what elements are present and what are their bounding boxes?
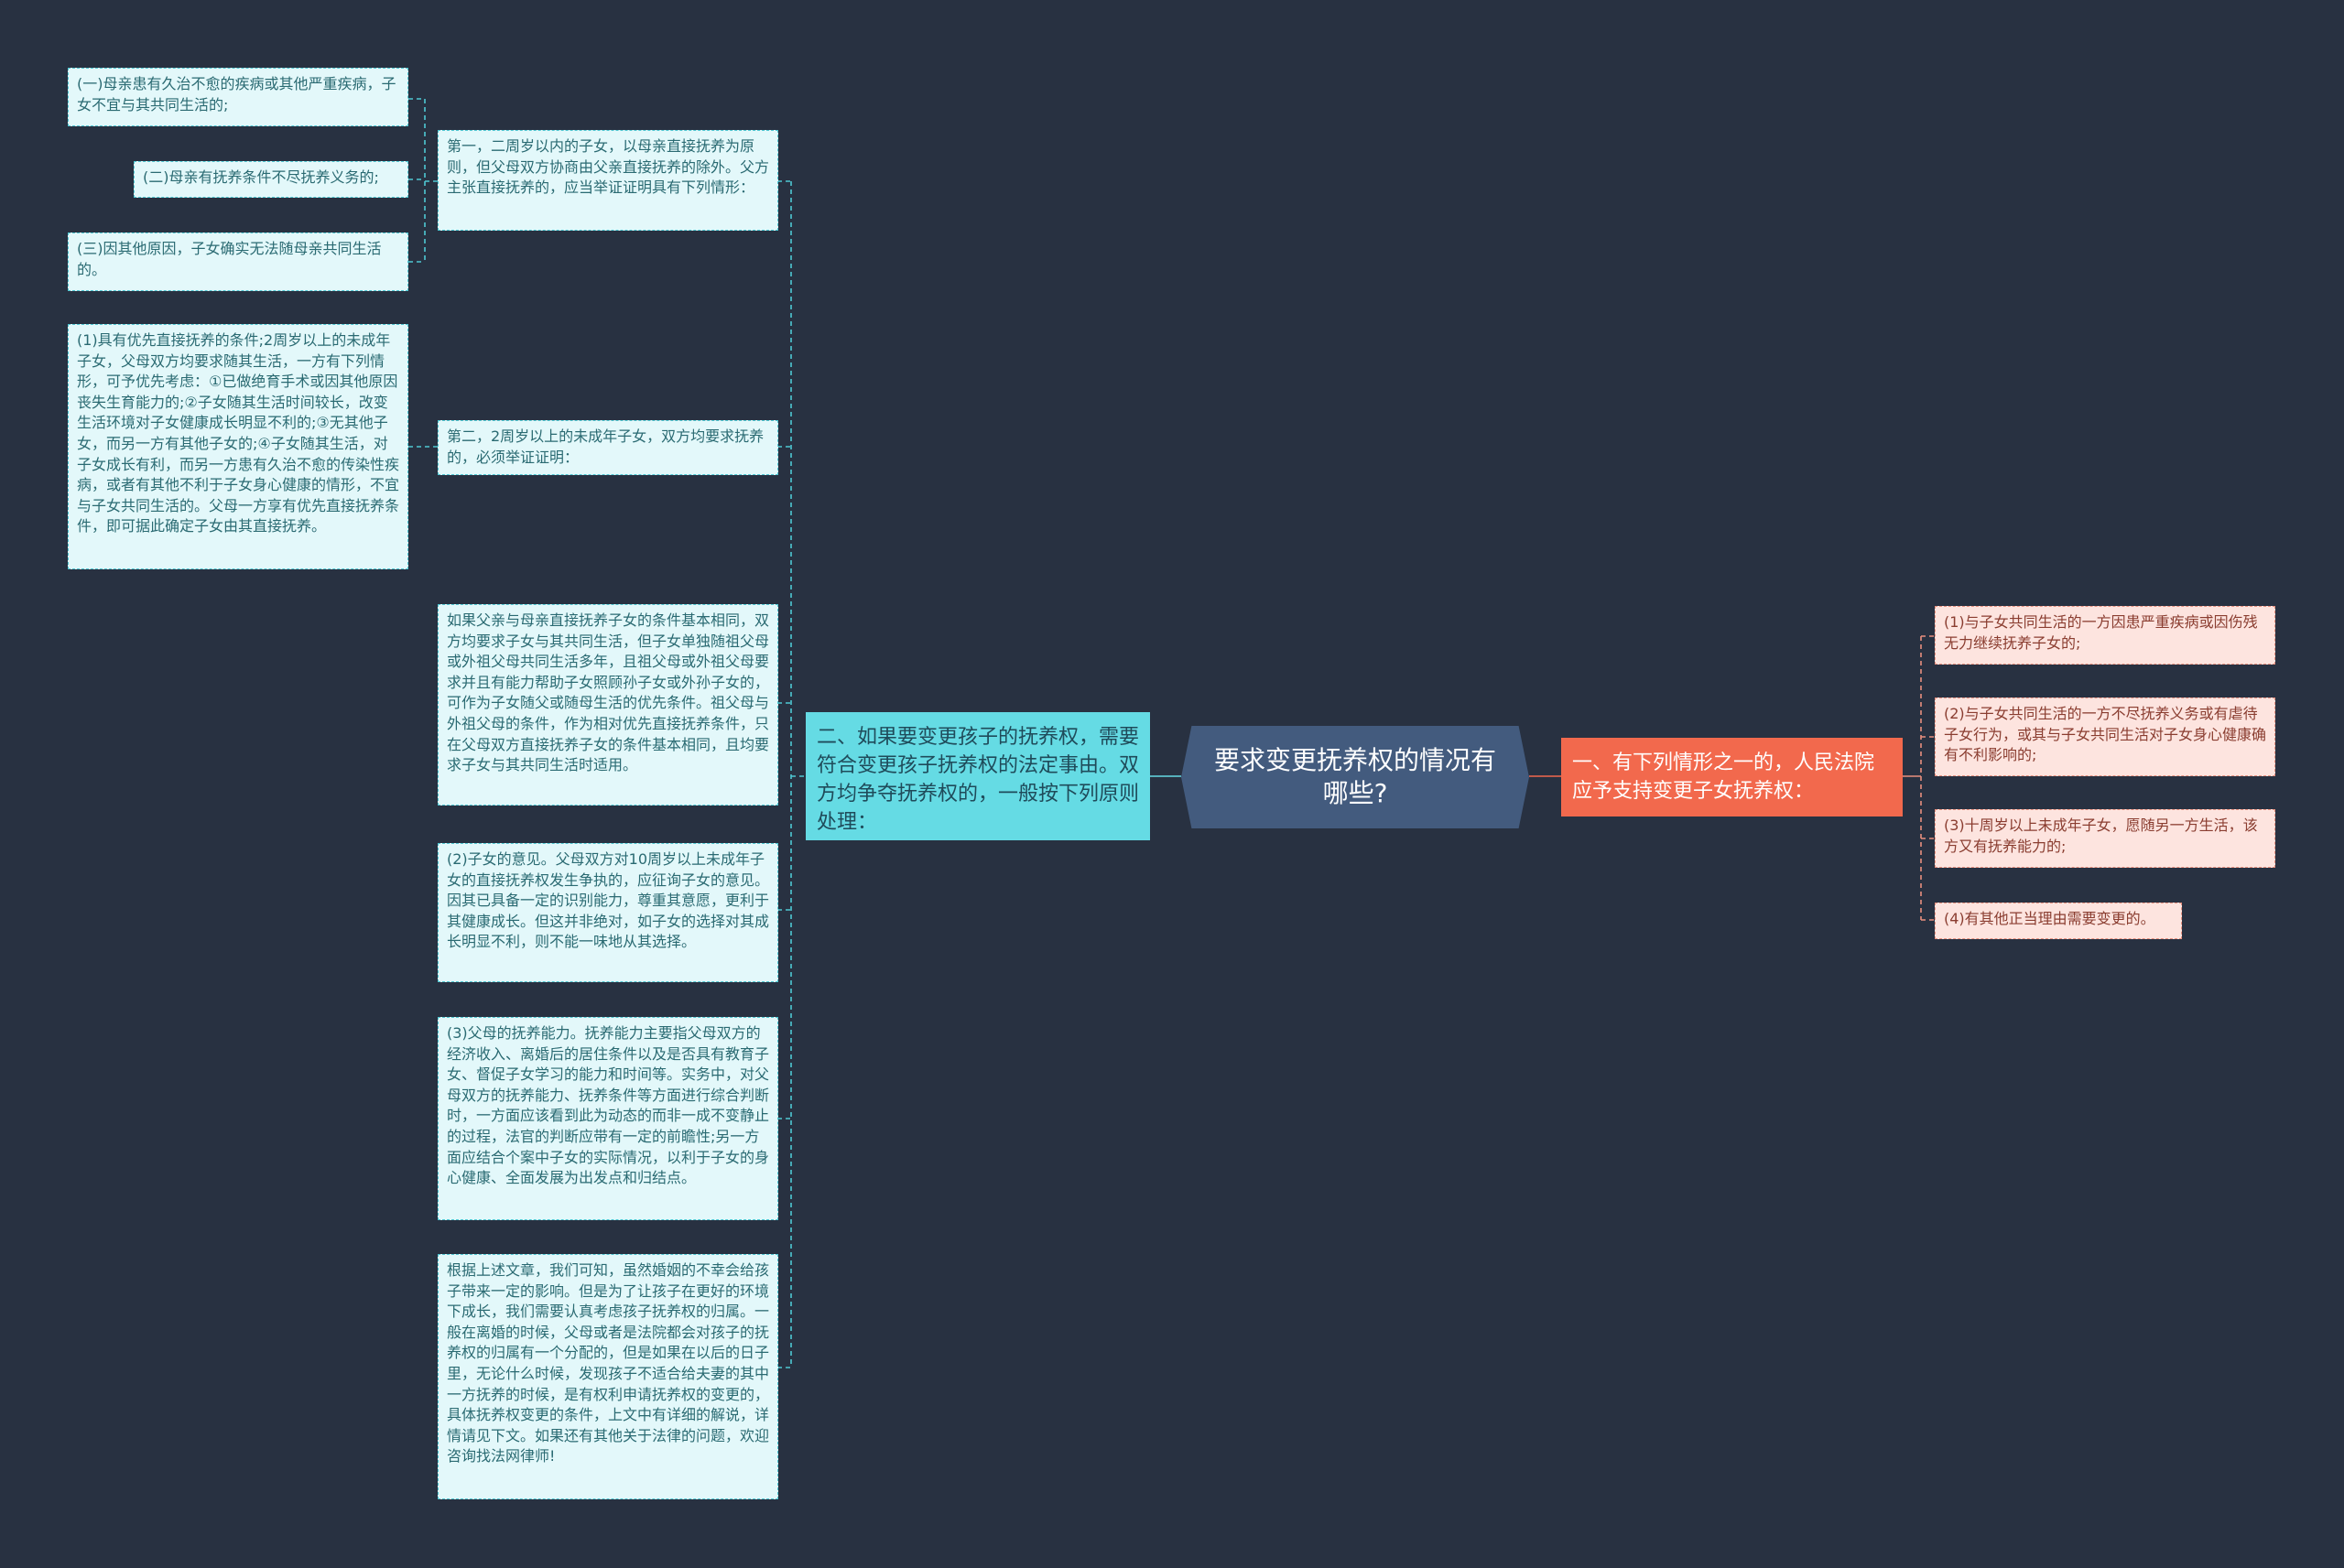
right-leaf-4-text: (4)有其他正当理由需要变更的。	[1944, 910, 2155, 927]
left-item-1-text: 第一，二周岁以内的子女，以母亲直接抚养为原则，但父母双方协商由父亲直接抚养的除外…	[447, 137, 770, 197]
left-subitem-1-2[interactable]: (二)母亲有抚养条件不尽抚养义务的;	[134, 161, 408, 198]
left-subitem-1-2-text: (二)母亲有抚养条件不尽抚养义务的;	[143, 168, 379, 186]
right-leaf-3-text: (3)十周岁以上未成年子女，愿随另一方生活，该方又有抚养能力的;	[1944, 816, 2258, 855]
left-item-1[interactable]: 第一，二周岁以内的子女，以母亲直接抚养为原则，但父母双方协商由父亲直接抚养的除外…	[438, 130, 778, 231]
left-item-6[interactable]: 根据上述文章，我们可知，虽然婚姻的不幸会给孩子带来一定的影响。但是为了让孩子在更…	[438, 1254, 778, 1499]
right-leaf-1[interactable]: (1)与子女共同生活的一方因患严重疾病或因伤残无力继续抚养子女的;	[1935, 606, 2275, 665]
central-topic-title: 要求变更抚养权的情况有哪些?	[1213, 745, 1496, 808]
left-item-6-text: 根据上述文章，我们可知，虽然婚姻的不幸会给孩子带来一定的影响。但是为了让孩子在更…	[447, 1261, 770, 1465]
left-main-branch[interactable]: 二、如果要变更孩子的抚养权，需要符合变更孩子抚养权的法定事由。双方均争夺抚养权的…	[806, 712, 1150, 840]
left-item-3-text: 如果父亲与母亲直接抚养子女的条件基本相同，双方均要求子女与其共同生活，但子女单独…	[447, 611, 770, 774]
left-subitem-1-1[interactable]: (一)母亲患有久治不愈的疾病或其他严重疾病，子女不宜与其共同生活的;	[68, 68, 408, 126]
left-item-4[interactable]: (2)子女的意见。父母双方对10周岁以上未成年子女的直接抚养权发生争执的，应征询…	[438, 843, 778, 982]
left-item-2-text: 第二，2周岁以上的未成年子女，双方均要求抚养的，必须举证证明：	[447, 427, 765, 466]
left-subitem-1-3-text: (三)因其他原因，子女确实无法随母亲共同生活的。	[77, 240, 382, 278]
left-item-5[interactable]: (3)父母的抚养能力。抚养能力主要指父母双方的经济收入、离婚后的居住条件以及是否…	[438, 1017, 778, 1220]
left-subitem-2-1[interactable]: (1)具有优先直接抚养的条件;2周岁以上的未成年子女，父母双方均要求随其生活，一…	[68, 324, 408, 569]
right-main-branch-label: 一、有下列情形之一的，人民法院应予支持变更子女抚养权：	[1572, 752, 1875, 803]
left-item-3[interactable]: 如果父亲与母亲直接抚养子女的条件基本相同，双方均要求子女与其共同生活，但子女单独…	[438, 604, 778, 806]
left-item-5-text: (3)父母的抚养能力。抚养能力主要指父母双方的经济收入、离婚后的居住条件以及是否…	[447, 1024, 770, 1187]
left-item-2[interactable]: 第二，2周岁以上的未成年子女，双方均要求抚养的，必须举证证明：	[438, 420, 778, 475]
left-subitem-1-3[interactable]: (三)因其他原因，子女确实无法随母亲共同生活的。	[68, 232, 408, 291]
left-main-branch-label: 二、如果要变更孩子的抚养权，需要符合变更孩子抚养权的法定事由。双方均争夺抚养权的…	[817, 726, 1140, 834]
right-main-branch[interactable]: 一、有下列情形之一的，人民法院应予支持变更子女抚养权：	[1561, 738, 1903, 816]
right-leaf-2[interactable]: (2)与子女共同生活的一方不尽抚养义务或有虐待子女行为，或其与子女共同生活对子女…	[1935, 697, 2275, 776]
left-item-4-text: (2)子女的意见。父母双方对10周岁以上未成年子女的直接抚养权发生争执的，应征询…	[447, 850, 770, 951]
right-leaf-3[interactable]: (3)十周岁以上未成年子女，愿随另一方生活，该方又有抚养能力的;	[1935, 809, 2275, 868]
left-subitem-1-1-text: (一)母亲患有久治不愈的疾病或其他严重疾病，子女不宜与其共同生活的;	[77, 75, 396, 114]
right-leaf-4[interactable]: (4)有其他正当理由需要变更的。	[1935, 903, 2182, 939]
right-leaf-2-text: (2)与子女共同生活的一方不尽抚养义务或有虐待子女行为，或其与子女共同生活对子女…	[1944, 705, 2267, 764]
left-subitem-2-1-text: (1)具有优先直接抚养的条件;2周岁以上的未成年子女，父母双方均要求随其生活，一…	[77, 331, 400, 535]
right-leaf-1-text: (1)与子女共同生活的一方因患严重疾病或因伤残无力继续抚养子女的;	[1944, 613, 2258, 652]
central-topic[interactable]: 要求变更抚养权的情况有哪些?	[1181, 726, 1529, 828]
